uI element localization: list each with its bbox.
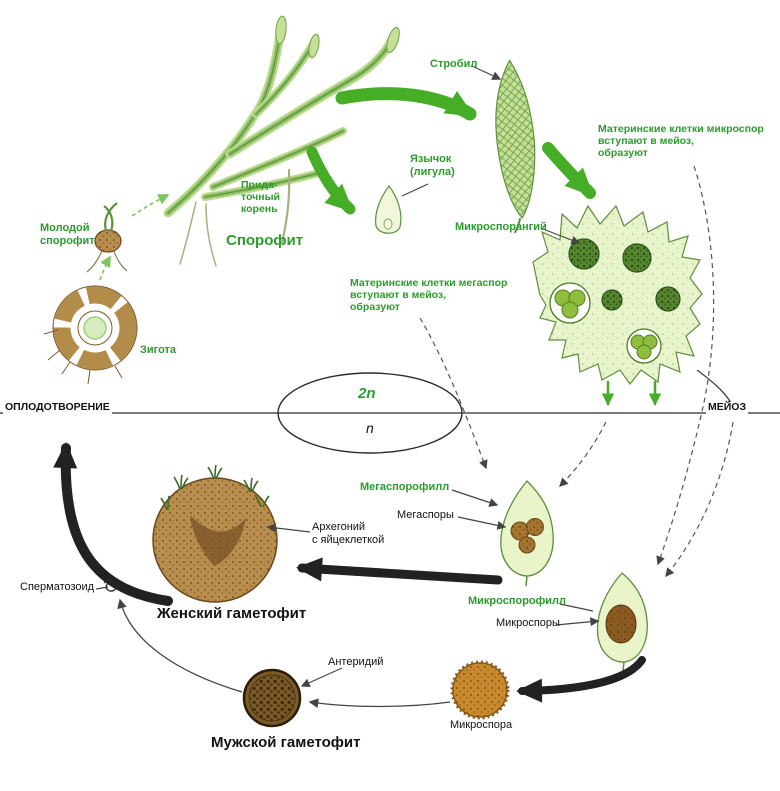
pointer-microspores xyxy=(555,617,600,627)
label-antheridium: Антеридий xyxy=(328,656,384,668)
pointer-megasporophyll xyxy=(451,489,499,507)
label-zygote: Зигота xyxy=(140,344,177,356)
label-sperm: Сперматозоид xyxy=(20,581,95,593)
label-microspore-mother-cells: Материнские клетки микроспор вступают в … xyxy=(598,123,764,159)
microsporophyll-illustration xyxy=(596,572,648,672)
label-microspore: Микроспора xyxy=(450,719,513,731)
label-meiosis: МЕЙОЗ xyxy=(706,401,749,414)
label-adventitious-root: Прида- точный корень xyxy=(241,179,281,215)
arrow-microspore-to-male xyxy=(308,698,451,708)
label-archegonium: Архегоний с яйцеклеткой xyxy=(312,521,385,546)
label-microspores: Микроспоры xyxy=(496,617,560,629)
pointer-microsporophyll xyxy=(559,603,594,612)
microsporangia xyxy=(568,238,681,312)
dashed-arrows xyxy=(419,165,734,578)
pointer-antheridium xyxy=(300,667,343,687)
ligule-illustration xyxy=(375,184,402,234)
arrow-plant-to-ligule xyxy=(306,146,356,215)
arrow-megasporophyll-to-female xyxy=(296,557,503,585)
pointer-archegonium xyxy=(266,523,311,533)
arrow-plant-to-strobilus xyxy=(335,87,477,121)
label-sporophyte: Спорофит xyxy=(226,232,304,249)
pointer-megaspores xyxy=(457,516,507,530)
label-haploid: n xyxy=(366,420,374,436)
label-young-sporophyte: Молодой спорофит xyxy=(40,222,95,247)
female-gametophyte-illustration xyxy=(152,464,278,603)
label-female-gametophyte: Женский гаметофит xyxy=(157,605,307,622)
green-dashed-arrows xyxy=(99,194,170,281)
label-pointers xyxy=(95,65,600,687)
label-megasporophyll: Мегаспорофилл xyxy=(360,481,450,493)
label-megaspore-mother-cells: Материнские клетки мегаспор вступают в м… xyxy=(350,277,508,313)
arrow-microsporophyll-to-microspore xyxy=(516,656,646,703)
label-strobilus: Стробил xyxy=(430,58,478,70)
male-gametophyte-illustration xyxy=(242,668,302,728)
pointer-sperm xyxy=(95,586,109,590)
young-sporophyte-illustration xyxy=(86,202,128,273)
black-cycle-arrows xyxy=(53,442,646,703)
arrow-strobilus-to-section xyxy=(542,142,596,199)
green-cycle-arrows xyxy=(306,87,662,406)
sporophyte-plant-illustration xyxy=(163,15,400,267)
pointer-ligule xyxy=(401,183,429,197)
label-male-gametophyte: Мужской гаметофит xyxy=(211,734,361,751)
arrow-young-sporophyte-to-plant xyxy=(131,194,170,217)
megasporophyll-illustration xyxy=(500,480,554,587)
sporangium-section-illustration xyxy=(532,204,703,386)
adventitious-root-illustration xyxy=(280,168,291,244)
label-ligule: Язычок (лигула) xyxy=(410,153,455,178)
pointer-strobilus xyxy=(471,65,502,80)
arrow-meiosis-to-microsporophyll xyxy=(665,421,734,578)
microspore-illustration xyxy=(450,660,510,720)
label-microsporangium: Микроспорангий xyxy=(455,221,547,233)
archegonia-tufts xyxy=(160,464,270,511)
ploidy-divider xyxy=(0,372,780,454)
megaspore-tetrads xyxy=(549,282,662,364)
strobilus-illustration xyxy=(495,59,536,234)
label-microsporophyll: Микроспорофилл xyxy=(468,595,567,607)
arrow-line-to-megasporophyll xyxy=(559,421,607,487)
label-megaspores: Мегаспоры xyxy=(397,509,454,521)
arrow-zygote-to-young-sporophyte xyxy=(99,255,111,281)
label-fertilization: ОПЛОДОТВОРЕНИЕ xyxy=(3,401,112,414)
label-diploid: 2n xyxy=(358,385,376,402)
pointer-microsporangium xyxy=(542,228,581,245)
arrow-microspore-mothers xyxy=(656,165,715,566)
zygote-illustration xyxy=(43,285,138,385)
arrow-male-to-sperm xyxy=(117,598,243,693)
arrow-female-to-fertilization xyxy=(53,442,173,606)
arrow-megaspore-mothers xyxy=(419,317,488,470)
